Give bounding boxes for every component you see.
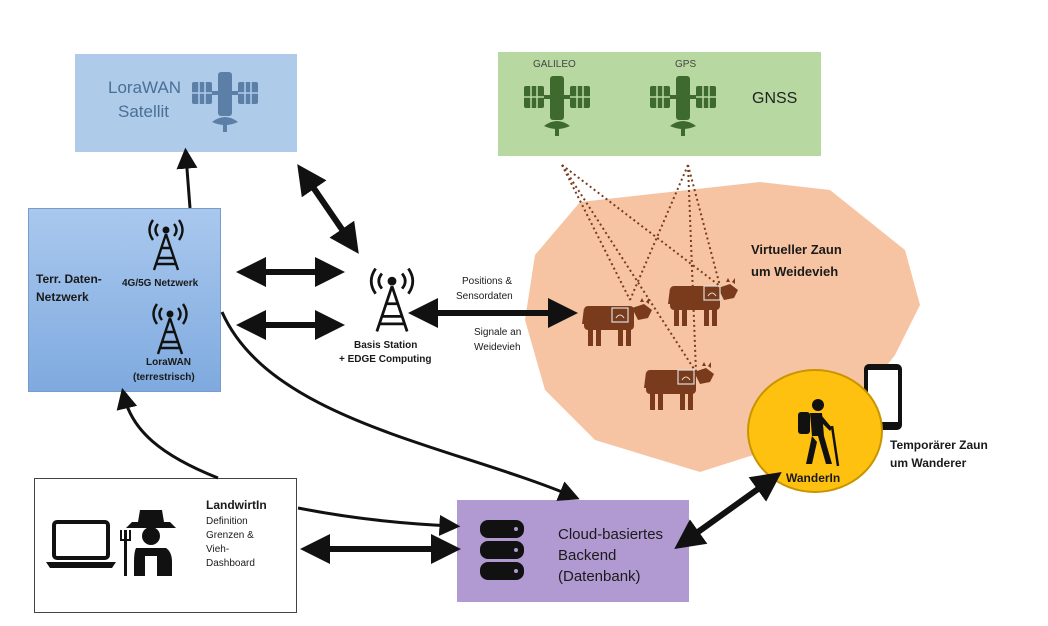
farmer-icon <box>120 510 176 576</box>
terr-title-line2: Netzwerk <box>36 290 89 304</box>
cow-icon <box>644 362 714 410</box>
base-station-icon <box>369 267 415 332</box>
farmer-desc-line3: Vieh- <box>206 544 230 555</box>
cloud-backend-line1: Cloud-basiertes <box>558 526 664 543</box>
base-station-line2: + EDGE Computing <box>339 354 432 365</box>
hiker-label: WanderIn <box>786 471 841 485</box>
farmer-desc-line1: Definition <box>206 516 248 527</box>
satellite-icon <box>192 72 258 132</box>
cloud-backend-line3: (Datenbank) <box>558 568 641 585</box>
galileo-satellite-icon <box>524 76 590 136</box>
lorawan-terr-line1: LoraWAN <box>146 357 191 368</box>
virtual-fence-line1: Virtueller Zaun <box>751 242 842 257</box>
lorawan-tower-icon <box>152 303 188 355</box>
positions-label-line2: Sensordaten <box>456 291 513 302</box>
satellite-label-line2: Satellit <box>118 102 170 121</box>
cell-tower-icon <box>148 219 184 271</box>
farmer-box <box>34 478 297 613</box>
database-icon <box>480 520 524 580</box>
farmer-title: LandwirtIn <box>206 498 267 512</box>
cloud-backend-line2: Backend <box>558 547 617 564</box>
positions-label-line1: Positions & <box>462 276 513 287</box>
farmer-desc-line4: Dashboard <box>206 558 255 569</box>
laptop-icon <box>46 520 116 568</box>
temp-fence-line1: Temporärer Zaun <box>890 438 988 452</box>
farmer-desc-line2: Grenzen & <box>206 530 254 541</box>
satellite-label-line1: LoraWAN <box>108 78 182 97</box>
lorawan-terr-line2: (terrestrisch) <box>133 372 195 383</box>
lorawan-satellite-box <box>75 54 297 152</box>
galileo-label: GALILEO <box>533 59 576 70</box>
cow-icon <box>668 278 738 326</box>
hiker-icon <box>798 399 840 467</box>
network-4g5g-label: 4G/5G Netzwerk <box>122 278 199 289</box>
base-station-line1: Basis Station <box>354 340 418 351</box>
temp-fence-line2: um Wanderer <box>890 456 967 470</box>
gps-label: GPS <box>675 59 697 70</box>
terr-title-line1: Terr. Daten- <box>36 272 102 286</box>
signals-label-line2: Weidevieh <box>474 342 521 353</box>
cow-icon <box>582 298 652 346</box>
signals-label-line1: Signale an <box>474 327 522 338</box>
virtual-fence-line2: um Weidevieh <box>751 264 839 279</box>
gnss-title: GNSS <box>752 90 798 107</box>
gps-satellite-icon <box>650 76 716 136</box>
